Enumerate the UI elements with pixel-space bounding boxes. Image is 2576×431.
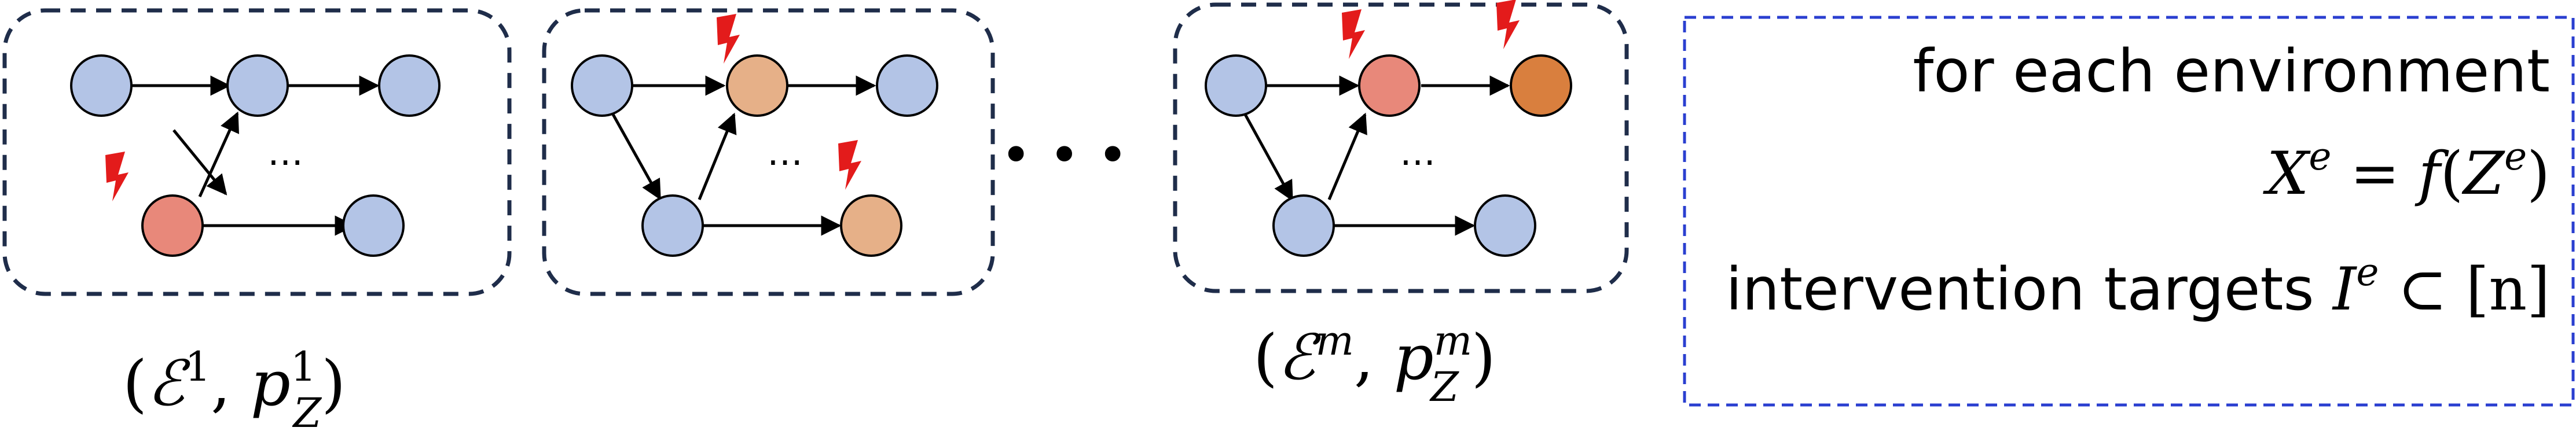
panel-border xyxy=(2,8,512,296)
edge xyxy=(1327,112,1367,200)
node-c xyxy=(876,54,938,117)
lightning-bolt-icon xyxy=(838,140,861,190)
info-box: for each environment Xe = f(Ze) interven… xyxy=(1683,16,2575,407)
environment-panel-1: … xyxy=(2,8,512,296)
node-b-intervened xyxy=(1358,54,1421,117)
edge xyxy=(1243,112,1294,202)
info-line-intervention-targets: intervention targets Ie ⊂ [n] xyxy=(1726,250,2550,324)
panel-border xyxy=(1173,2,1629,293)
node-b xyxy=(226,54,289,117)
info-line-generative-equation: Xe = f(Ze) xyxy=(2263,134,2550,208)
panel-edges xyxy=(611,75,876,236)
edge xyxy=(698,112,737,200)
node-d-intervened xyxy=(141,194,204,257)
node-c xyxy=(378,54,441,117)
info-line-for-each-environment: for each environment xyxy=(1913,37,2550,106)
node-b-intervened xyxy=(726,54,788,117)
node-a xyxy=(571,54,633,117)
node-d xyxy=(641,194,704,257)
info-box-border xyxy=(1683,16,2575,407)
node-a xyxy=(70,54,133,117)
panel-edges xyxy=(131,75,380,236)
inner-ellipsis: … xyxy=(767,131,803,174)
panel-border xyxy=(542,8,995,296)
node-d xyxy=(1272,194,1335,257)
edge xyxy=(611,112,662,201)
lightning-bolt-icon xyxy=(717,14,740,64)
edge xyxy=(173,129,227,196)
node-c-intervened xyxy=(1510,54,1572,117)
node-e xyxy=(342,194,405,257)
panel-edges xyxy=(1243,75,1510,236)
edge xyxy=(198,111,239,198)
between-dots: • • • xyxy=(1000,124,1128,186)
lightning-bolt-icon xyxy=(105,152,129,201)
environment-panel-2: … xyxy=(542,8,995,296)
node-e-intervened xyxy=(840,194,902,257)
inner-ellipsis: … xyxy=(1400,131,1436,174)
inner-ellipsis: … xyxy=(267,131,303,174)
environment-panel-m: … xyxy=(1173,0,1629,293)
lightning-bolt-icon xyxy=(1496,0,1520,49)
node-a xyxy=(1205,54,1267,117)
node-e xyxy=(1474,194,1536,257)
lightning-bolt-icon xyxy=(1342,9,1365,59)
